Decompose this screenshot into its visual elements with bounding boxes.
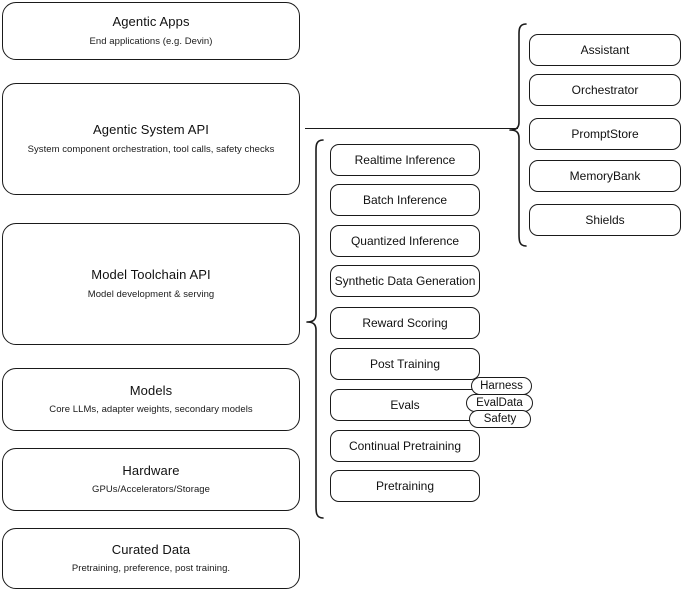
layer-subtitle: End applications (e.g. Devin) bbox=[89, 35, 213, 47]
system-component-label: MemoryBank bbox=[569, 168, 641, 183]
capability-label: Synthetic Data Generation bbox=[334, 273, 476, 288]
capability-batch-inference[interactable]: Batch Inference bbox=[330, 184, 480, 216]
eval-chip-safety[interactable]: Safety bbox=[469, 410, 531, 428]
layer-title: Agentic Apps bbox=[112, 14, 190, 30]
capability-synthetic-data-generation[interactable]: Synthetic Data Generation bbox=[330, 265, 480, 297]
layer-title: Curated Data bbox=[111, 541, 191, 557]
eval-chip-label: Harness bbox=[480, 380, 523, 392]
layer-subtitle: Core LLMs, adapter weights, secondary mo… bbox=[49, 404, 253, 416]
layer-subtitle: Model development & serving bbox=[87, 288, 215, 300]
layer-card-agentic-system-api[interactable]: Agentic System API System component orch… bbox=[2, 83, 300, 195]
capability-evals[interactable]: Evals bbox=[330, 389, 480, 421]
layer-title: Model Toolchain API bbox=[91, 267, 211, 283]
capability-label: Evals bbox=[390, 397, 420, 412]
system-component-label: Shields bbox=[585, 212, 625, 227]
layer-card-curated-data[interactable]: Curated Data Pretraining, preference, po… bbox=[2, 528, 300, 589]
capability-label: Realtime Inference bbox=[354, 152, 456, 167]
eval-chip-label: Safety bbox=[483, 413, 517, 425]
capability-pretraining[interactable]: Pretraining bbox=[330, 470, 480, 502]
connector-system-api-to-components bbox=[305, 128, 518, 130]
capability-realtime-inference[interactable]: Realtime Inference bbox=[330, 144, 480, 176]
system-component-label: Assistant bbox=[580, 42, 630, 57]
capability-label: Pretraining bbox=[375, 478, 435, 493]
eval-chip-harness[interactable]: Harness bbox=[471, 377, 532, 395]
system-component-promptstore[interactable]: PromptStore bbox=[529, 118, 681, 150]
system-component-orchestrator[interactable]: Orchestrator bbox=[529, 74, 681, 106]
system-component-memorybank[interactable]: MemoryBank bbox=[529, 160, 681, 192]
capability-label: Reward Scoring bbox=[362, 315, 448, 330]
eval-chip-label: EvalData bbox=[476, 397, 523, 409]
system-component-assistant[interactable]: Assistant bbox=[529, 34, 681, 66]
capability-label: Continual Pretraining bbox=[348, 438, 462, 453]
capability-label: Post Training bbox=[369, 356, 441, 371]
system-component-shields[interactable]: Shields bbox=[529, 204, 681, 236]
system-component-label: PromptStore bbox=[571, 126, 639, 141]
layer-title: Models bbox=[129, 382, 173, 398]
capability-post-training[interactable]: Post Training bbox=[330, 348, 480, 380]
layer-subtitle: GPUs/Accelerators/Storage bbox=[92, 484, 210, 496]
layer-card-agentic-apps[interactable]: Agentic Apps End applications (e.g. Devi… bbox=[2, 2, 300, 60]
layer-card-model-toolchain-api[interactable]: Model Toolchain API Model development & … bbox=[2, 223, 300, 345]
capability-quantized-inference[interactable]: Quantized Inference bbox=[330, 225, 480, 257]
layer-title: Hardware bbox=[122, 462, 180, 478]
capability-label: Batch Inference bbox=[362, 192, 448, 207]
layer-title: Agentic System API bbox=[93, 122, 209, 138]
layer-card-models[interactable]: Models Core LLMs, adapter weights, secon… bbox=[2, 368, 300, 431]
layer-card-hardware[interactable]: Hardware GPUs/Accelerators/Storage bbox=[2, 448, 300, 511]
capability-reward-scoring[interactable]: Reward Scoring bbox=[330, 307, 480, 339]
capability-label: Quantized Inference bbox=[350, 233, 460, 248]
system-component-label: Orchestrator bbox=[571, 82, 639, 97]
bracket-system-components bbox=[508, 22, 528, 248]
bracket-model-toolchain-capabilities bbox=[305, 138, 325, 520]
layer-subtitle: Pretraining, preference, post training. bbox=[71, 563, 231, 575]
capability-continual-pretraining[interactable]: Continual Pretraining bbox=[330, 430, 480, 462]
layer-subtitle: System component orchestration, tool cal… bbox=[27, 143, 275, 155]
